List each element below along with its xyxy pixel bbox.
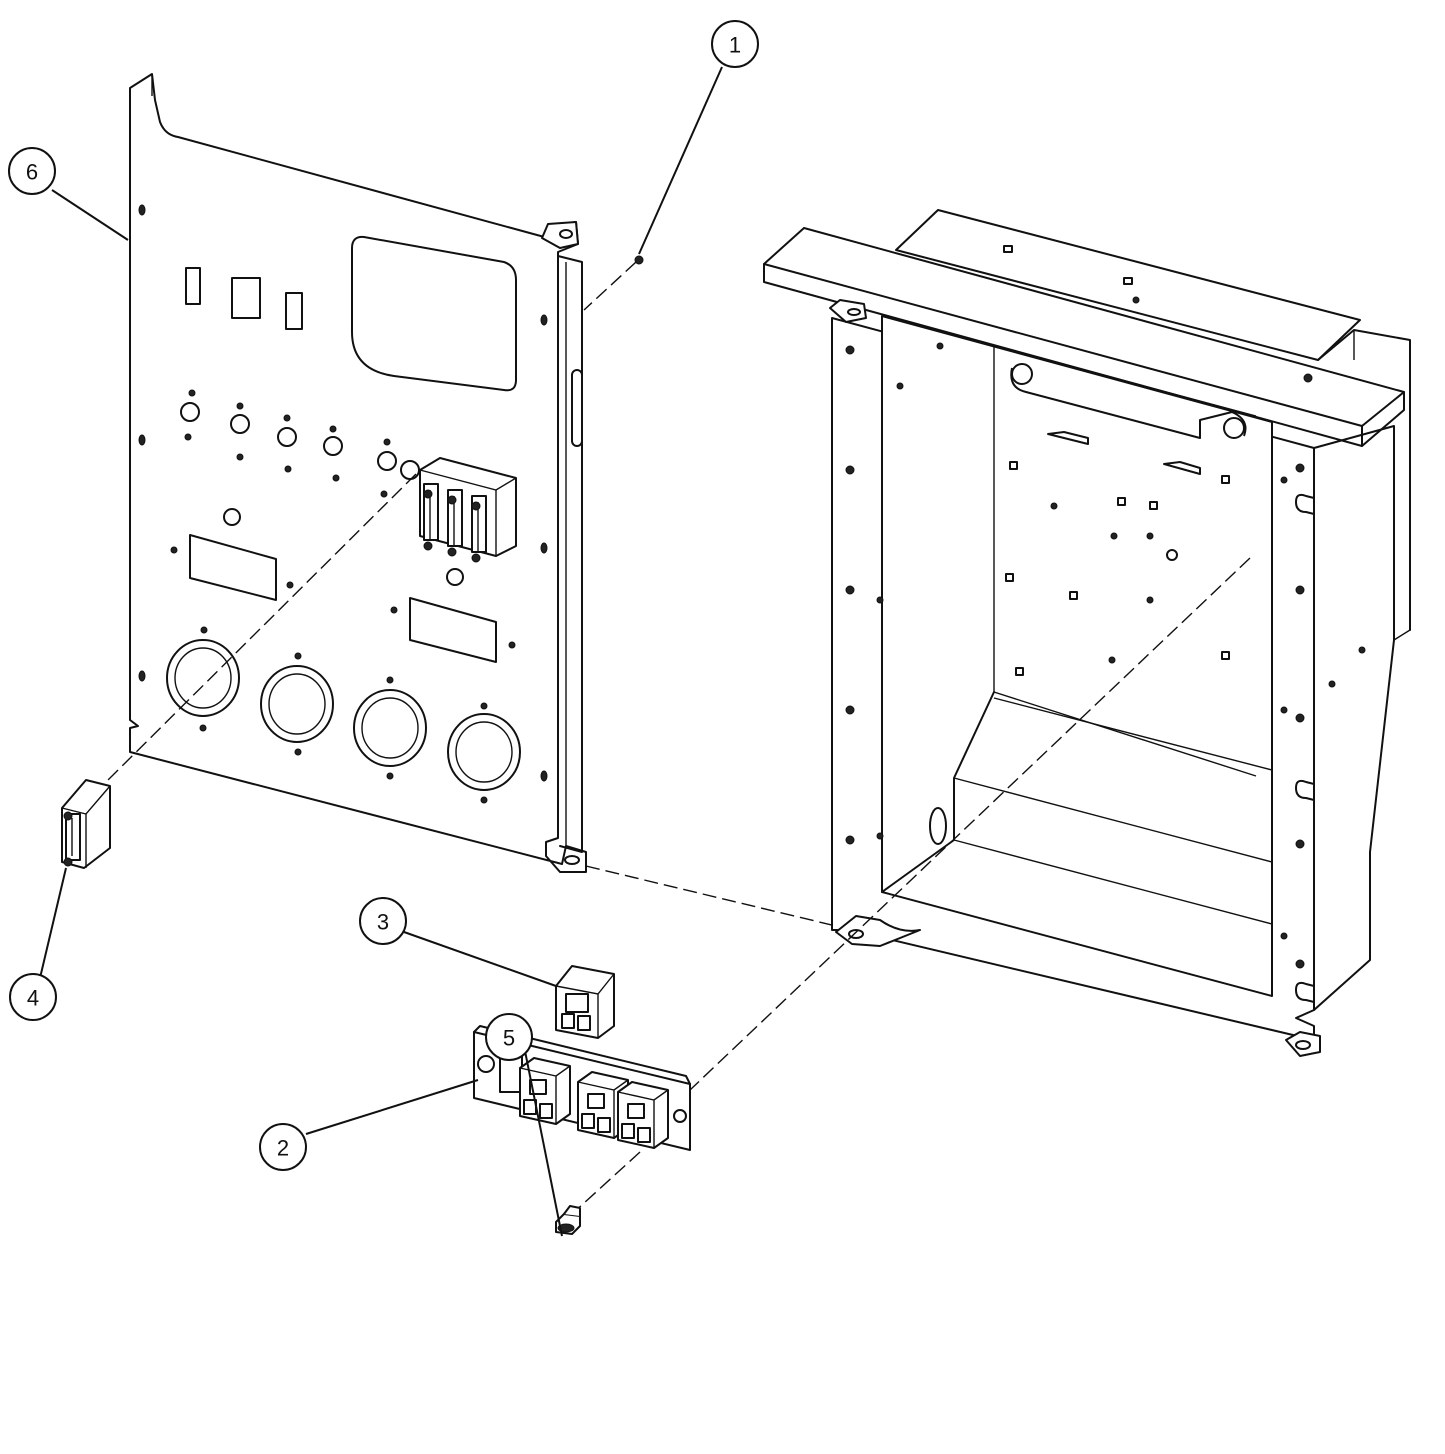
callout-3-label: 3 xyxy=(377,910,389,935)
part-4-circuit-breaker xyxy=(61,779,111,869)
callout-2: 2 xyxy=(259,1123,307,1171)
assembly-lines xyxy=(107,261,1251,1215)
part-1-screw xyxy=(634,255,644,265)
callout-4: 4 xyxy=(9,973,57,1021)
enclosure-box xyxy=(763,209,1411,1057)
callout-3: 3 xyxy=(359,897,407,945)
callout-6: 6 xyxy=(8,147,56,195)
callout-6-label: 6 xyxy=(26,160,38,185)
callout-1: 1 xyxy=(711,20,759,68)
part-3-relay xyxy=(555,965,615,1039)
enclosure-holes xyxy=(845,245,1366,969)
callout-5-label: 5 xyxy=(503,1026,515,1051)
panel-knockouts xyxy=(166,639,521,791)
callout-2-label: 2 xyxy=(277,1136,289,1161)
callout-5-label-group: 5 xyxy=(485,1013,533,1061)
front-panel xyxy=(129,73,587,873)
callout-4-label: 4 xyxy=(27,986,39,1011)
part-5-screw xyxy=(555,1205,581,1235)
callout-leaders xyxy=(39,66,723,1237)
callout-1-label: 1 xyxy=(729,33,741,58)
panel-breakers xyxy=(419,457,517,563)
panel-mount-holes xyxy=(138,204,548,804)
panel-holes xyxy=(180,402,464,586)
